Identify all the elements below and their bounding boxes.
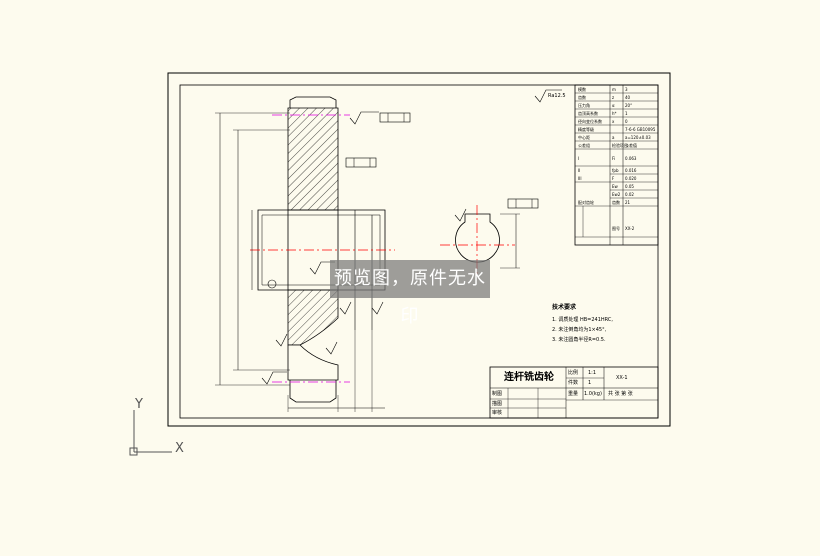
value-quantity: 1 xyxy=(588,380,592,386)
param-cell: 0.05 xyxy=(625,184,634,189)
param-cell: 20° xyxy=(625,103,632,108)
role-tracer: 描图 xyxy=(492,401,503,407)
param-cell: 0.020 xyxy=(625,176,637,181)
tech-requirements-title: 技术要求 xyxy=(552,304,577,311)
param-cell: 径向变位系数 xyxy=(578,118,602,124)
part-name: 连杆铣齿轮 xyxy=(504,372,554,383)
param-cell: III xyxy=(578,176,582,181)
parameter-table-text: 模数 m 3 齿数 z 40 压力角 α 20° 齿顶高系数 h* 1 径向变位系数 x 0 精度等级 7-6-… xyxy=(578,86,656,231)
drawing-number: XX-1 xyxy=(616,375,628,381)
param-cell: 21 xyxy=(625,200,631,205)
tech-requirement-line: 3. 未注圆角半径R=0.5. xyxy=(552,337,606,343)
value-weight: 1.0(kg) xyxy=(584,391,602,397)
role-checker: 审核 xyxy=(492,410,503,416)
title-block xyxy=(489,366,659,419)
param-cell: a=120±0.03 xyxy=(625,135,651,140)
param-cell: II xyxy=(578,168,580,173)
param-cell: F xyxy=(612,176,615,181)
parameter-table xyxy=(574,84,659,246)
param-cell: Ew2 xyxy=(612,192,621,197)
param-cell: z xyxy=(612,95,614,100)
param-cell: 公差值 xyxy=(625,142,637,148)
param-cell: 40 xyxy=(625,95,631,100)
param-cell: 齿顶高系数 xyxy=(578,110,598,116)
gear-hatch-upper xyxy=(287,107,339,211)
param-cell: Ew xyxy=(612,184,619,189)
sheet-outer-border xyxy=(167,72,671,427)
gear-section-view xyxy=(215,96,411,412)
value-scale: 1:1 xyxy=(588,370,597,376)
param-cell: I xyxy=(578,156,579,161)
sheet-count: 共 张 第 张 xyxy=(608,391,633,397)
param-cell: h* xyxy=(612,111,617,116)
tech-requirement-line: 1. 调质处理 HB=241HRC, xyxy=(552,317,613,323)
sheet-inner-border xyxy=(179,84,659,419)
param-cell: 检验项目 xyxy=(612,142,628,148)
param-cell: 0 xyxy=(625,119,628,124)
ucs-y-label: Y xyxy=(134,397,143,412)
param-cell: 配对齿轮 xyxy=(578,199,594,205)
param-cell: x xyxy=(612,119,615,124)
label-quantity: 件数 xyxy=(568,380,579,386)
param-cell: 图号 xyxy=(612,225,620,231)
param-cell: a xyxy=(612,135,615,140)
general-roughness-label: Ra12.5 xyxy=(548,93,566,99)
param-cell: 中心距 xyxy=(578,134,590,140)
param-cell: fpb xyxy=(612,168,619,173)
param-cell: Fi xyxy=(612,156,615,161)
param-cell: 0.02 xyxy=(625,192,634,197)
param-cell: 7-6-6 GB10095 xyxy=(625,127,656,132)
param-cell: 0.063 xyxy=(625,156,637,161)
param-cell: 3 xyxy=(625,87,628,92)
ucs-icon xyxy=(129,410,172,456)
param-cell: 0.016 xyxy=(625,168,637,173)
preview-watermark: 预览图，原件无水印 xyxy=(330,260,490,327)
label-scale: 比例 xyxy=(568,370,579,376)
param-cell: 压力角 xyxy=(578,102,590,108)
param-cell: 齿数 xyxy=(612,199,620,205)
param-cell: 1 xyxy=(625,111,628,116)
param-cell: XX-2 xyxy=(625,226,635,231)
general-roughness-symbol xyxy=(534,89,562,103)
param-cell: 精度等级 xyxy=(578,126,594,132)
param-cell: 齿数 xyxy=(578,94,586,100)
role-drafter: 制图 xyxy=(492,391,503,397)
param-cell: 公差组 xyxy=(578,142,590,148)
gear-hatch-lower xyxy=(287,289,339,346)
ucs-x-label: X xyxy=(175,441,184,456)
label-weight: 重量 xyxy=(568,391,579,397)
param-cell: 模数 xyxy=(578,86,586,92)
tech-requirement-line: 2. 未注倒角均为1×45°, xyxy=(552,327,607,333)
param-cell: α xyxy=(612,103,615,108)
param-cell: m xyxy=(612,87,616,92)
